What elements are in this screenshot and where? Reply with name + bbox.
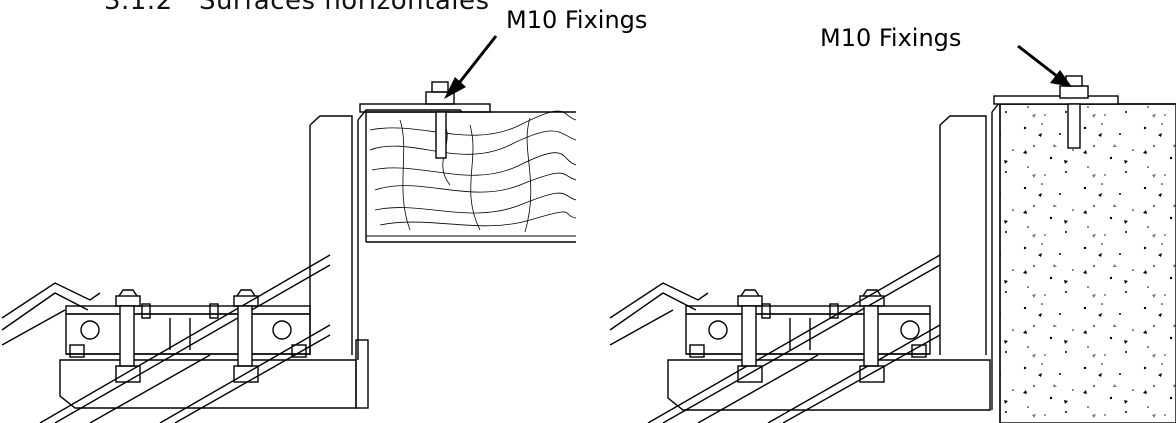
m10-fixings-label-right: M10 Fixings (820, 24, 962, 52)
rail-assembly-right (685, 303, 931, 358)
callout-arrow-right (1017, 44, 1072, 87)
section-number: 3.1.2 (104, 0, 173, 16)
roof-sheeting (1, 254, 331, 423)
bolt-left-right-detail (737, 289, 763, 383)
base-channel (59, 359, 357, 409)
bolt-left (115, 289, 141, 383)
section-title: Surfaces horizontales (198, 0, 490, 16)
timber-deck (365, 110, 577, 243)
bolt-right (233, 289, 259, 383)
callout-arrow-left (444, 35, 498, 99)
rail-assembly (65, 303, 311, 358)
base-channel-right (667, 359, 991, 411)
m10-fixings-label-left: M10 Fixings (506, 6, 648, 34)
concrete-block (999, 103, 1176, 423)
bolt-right-right-detail (859, 289, 885, 383)
deck-fixing (359, 81, 491, 159)
right-detail-concrete (609, 44, 1176, 423)
section-heading: 3.1.2 Surfaces horizontales (104, 0, 490, 16)
left-detail-timber (1, 35, 577, 423)
roof-sheeting-right (609, 254, 941, 423)
concrete-fixing (993, 75, 1119, 149)
